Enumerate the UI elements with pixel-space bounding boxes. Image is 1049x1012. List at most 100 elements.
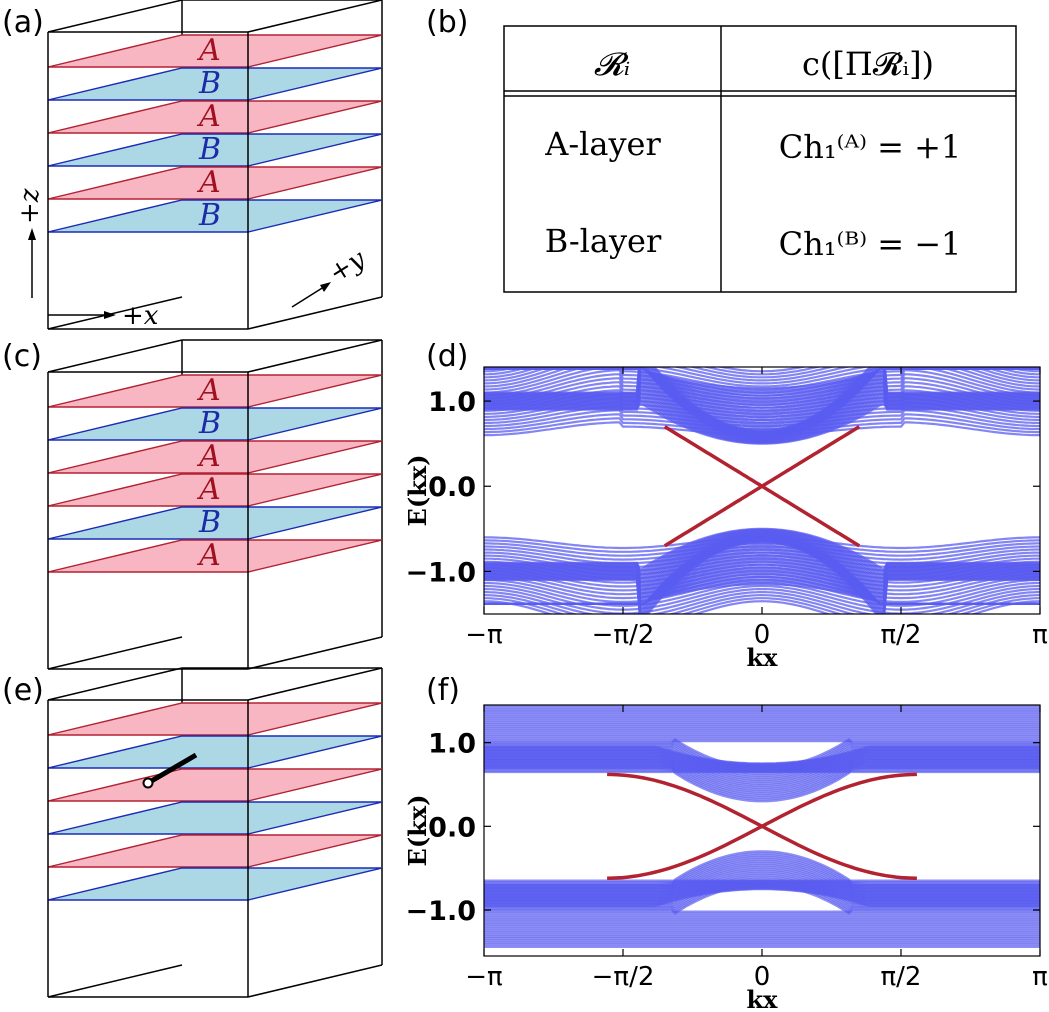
layer-a-label: A: [196, 99, 221, 134]
layer-b-plane: [47, 199, 383, 233]
box-edge: [247, 964, 383, 998]
table-row-b-region: B-layer: [545, 222, 662, 260]
panel-label-b: (b): [426, 5, 468, 40]
bulk-band-line: [484, 409, 1040, 428]
x-tick-label: 0: [754, 620, 771, 650]
layer-a-label: A: [196, 373, 221, 408]
layer-b-plane: [47, 67, 383, 101]
x-tick-label: −π/2: [592, 620, 655, 650]
x-tick-label: π: [1032, 620, 1048, 650]
layer-a-plane: [47, 166, 383, 200]
axis-label-y: +y: [324, 244, 371, 289]
defect-endpoint: [142, 777, 154, 789]
layer-b-plane: [47, 801, 383, 835]
x-tick-label: 0: [754, 962, 771, 992]
panel-label-e: (e): [2, 673, 44, 708]
bulk-band-line: [484, 581, 1040, 607]
layer-a-plane: [47, 34, 383, 68]
bulk-band-line: [484, 532, 1040, 605]
defect-line: [146, 752, 198, 786]
table-row-a-value: Ch₁⁽ᴬ⁾ = +1: [779, 128, 962, 166]
layer-a-plane: [47, 473, 383, 507]
box-edge: [247, 636, 383, 670]
layer-a-label: A: [196, 33, 221, 68]
layer-a-plane: [47, 440, 383, 474]
box-edge: [47, 964, 183, 998]
layer-b-label: B: [198, 66, 221, 101]
table-row-a-region: A-layer: [544, 125, 661, 163]
bulk-band-line: [484, 377, 1040, 403]
layer-a-plane: [47, 834, 383, 868]
layer-a-plane: [47, 100, 383, 134]
layer-a-label: A: [196, 439, 221, 474]
layer-b-plane: [47, 133, 383, 167]
box-edge: [247, 0, 383, 33]
bulk-bands-d: [484, 367, 1040, 614]
x-tick-label: −π: [465, 620, 502, 650]
bulk-band-line: [484, 381, 1040, 406]
bulk-band-line: [484, 367, 1040, 385]
x-arrowhead: [104, 311, 116, 319]
bulk-band-line: [484, 740, 1040, 771]
bulk-band-line: [484, 887, 1040, 907]
layer-b-label: B: [198, 406, 221, 441]
layer-b-plane: [47, 407, 383, 441]
bulk-band-line: [484, 367, 1040, 388]
y-tick-label: 0.0: [428, 472, 476, 503]
x-tick-label: π/2: [881, 962, 922, 992]
layer-a-label: A: [196, 165, 221, 200]
edge-state-d-2: [663, 425, 861, 548]
bulk-band-line: [484, 883, 1040, 915]
bulk-band-line: [484, 545, 1040, 561]
layer-b-plane: [47, 735, 383, 769]
box-edge: [247, 339, 383, 373]
box-edge: [47, 667, 183, 701]
y-axis-title: E(kx): [403, 795, 432, 867]
bulk-band-line: [484, 745, 1040, 765]
bulk-band-line: [484, 597, 1040, 614]
box-edge: [47, 0, 183, 33]
bulk-band-line: [484, 367, 1040, 441]
table-header-region: 𝓡ᵢ: [594, 45, 630, 83]
bulk-bands-f: [484, 705, 1040, 948]
bulk-band-line: [484, 569, 1040, 592]
layer-b-label: B: [198, 132, 221, 167]
bulk-band-line: [484, 367, 1040, 433]
bulk-band-line: [484, 591, 1040, 614]
box-edge: [47, 636, 183, 670]
bulk-band-line: [484, 367, 1040, 373]
box-edge: [47, 296, 183, 330]
bulk-band-line: [484, 367, 1040, 376]
bulk-band-line: [484, 737, 1040, 770]
bulk-band-line: [484, 593, 1040, 614]
y-arrowhead: [320, 282, 331, 292]
axis-label-z: +z: [15, 188, 45, 224]
bulk-band-line: [484, 600, 1040, 614]
y-tick-label: 1.0: [428, 387, 476, 418]
y-tick-label: −1.0: [406, 557, 476, 588]
layer-a-label: A: [196, 538, 221, 573]
panel-label-a: (a): [2, 5, 44, 40]
bulk-band-line: [484, 367, 1040, 379]
x-tick-label: −π: [465, 962, 502, 992]
layer-b-label: B: [198, 198, 221, 233]
axis-label-x: +x: [122, 301, 159, 331]
layer-b-plane: [47, 506, 383, 540]
table-header-invariant: c([Π𝓡ᵢ]): [802, 45, 934, 83]
bulk-band-line: [484, 540, 1040, 614]
box-edge: [247, 667, 383, 701]
z-arrowhead: [28, 228, 36, 240]
x-axis-title: kx: [747, 643, 779, 672]
x-axis-title: kx: [747, 985, 779, 1012]
layer-b-plane: [47, 867, 383, 901]
y-tick-label: −1.0: [406, 896, 476, 927]
bulk-band-line: [484, 566, 1040, 588]
y-tick-label: 1.0: [428, 729, 476, 760]
edge-state-f-2: [607, 772, 917, 880]
box-edge: [47, 339, 183, 373]
